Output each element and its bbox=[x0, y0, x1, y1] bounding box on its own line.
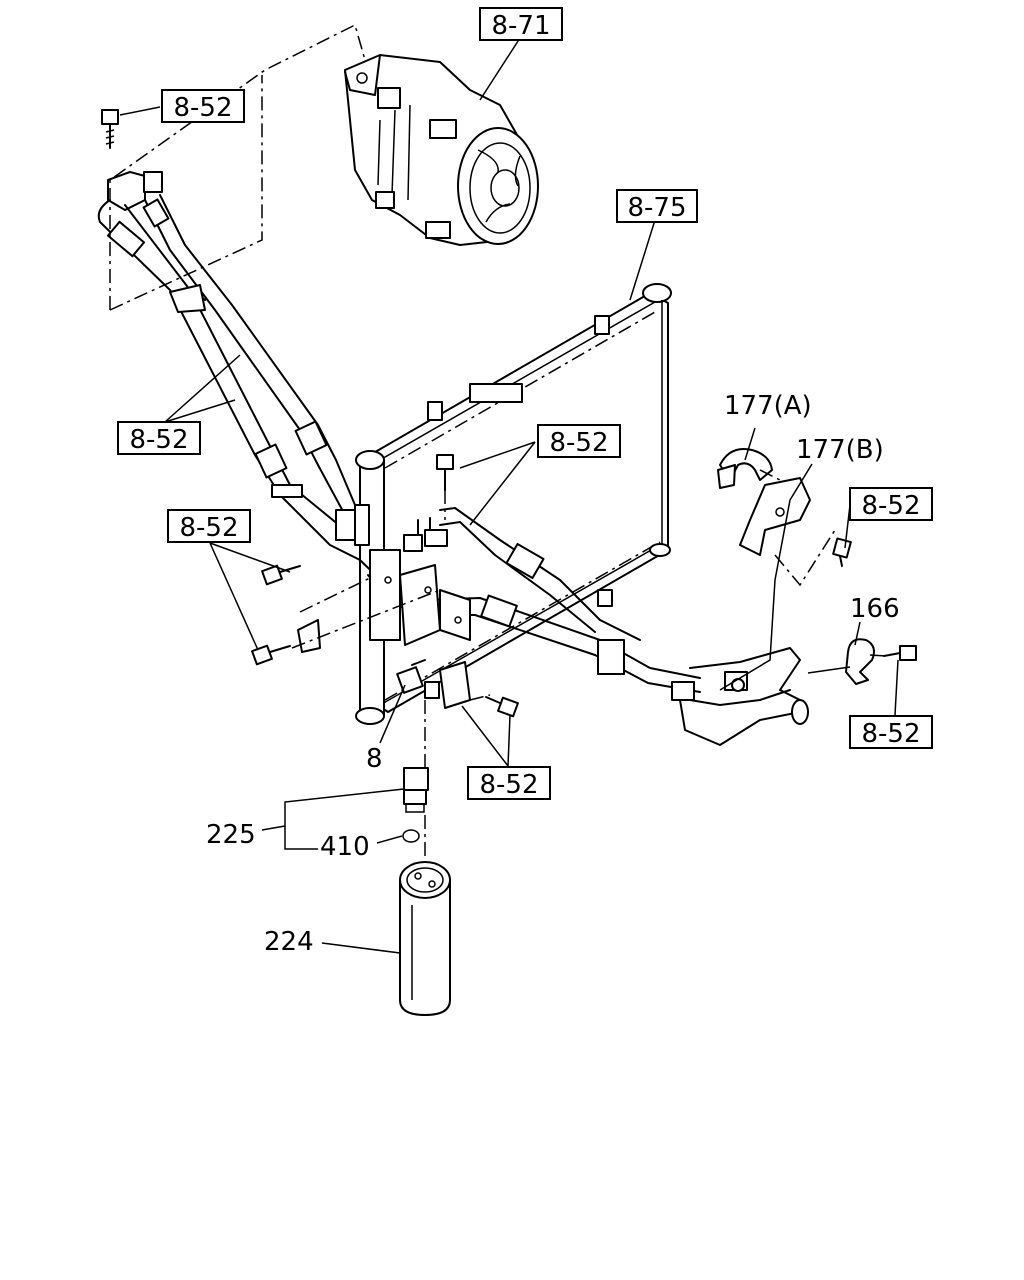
clip-left bbox=[297, 619, 321, 653]
label-166: 166 bbox=[850, 594, 900, 624]
callout-right-bolt: 8-52 bbox=[849, 487, 933, 521]
clamp-166 bbox=[845, 638, 875, 685]
svg-text:8-75: 8-75 bbox=[627, 193, 686, 223]
callout-hoses-left: 8-52 bbox=[117, 421, 201, 455]
bolt-top-left bbox=[101, 109, 119, 149]
pressure-switch-225 bbox=[403, 767, 429, 813]
hose-assembly-left bbox=[97, 171, 370, 561]
callout-upper-center: 8-52 bbox=[537, 424, 621, 458]
bracket-177a bbox=[717, 448, 773, 489]
svg-text:8-71: 8-71 bbox=[491, 11, 550, 41]
condenser bbox=[355, 283, 672, 725]
callout-lower-center: 8-52 bbox=[467, 766, 551, 800]
bracket-177b bbox=[739, 477, 811, 556]
reference-lines bbox=[109, 23, 887, 860]
label-225: 225 bbox=[206, 820, 256, 850]
callout-right-lower: 8-52 bbox=[849, 715, 933, 749]
bolt-right-lower bbox=[883, 645, 917, 661]
bolt-lower-center bbox=[485, 696, 519, 718]
receiver-drier-224 bbox=[399, 861, 451, 1016]
pipe-assembly-right bbox=[671, 647, 809, 746]
svg-text:8-52: 8-52 bbox=[549, 428, 608, 458]
callout-bolts-left: 8-52 bbox=[167, 509, 251, 543]
label-177a: 177(A) bbox=[724, 391, 812, 421]
compressor bbox=[344, 54, 539, 246]
svg-text:8-52: 8-52 bbox=[479, 770, 538, 800]
leader-lines bbox=[119, 37, 899, 954]
label-410: 410 bbox=[320, 832, 370, 862]
drier-bracket bbox=[369, 549, 471, 646]
svg-text:8-52: 8-52 bbox=[861, 491, 920, 521]
label-8: 8 bbox=[366, 744, 383, 774]
callout-compressor: 8-71 bbox=[479, 7, 563, 41]
bracket-lower-center bbox=[439, 661, 471, 709]
bolt-upper-center bbox=[436, 454, 454, 491]
svg-text:8-52: 8-52 bbox=[129, 425, 188, 455]
callout-top-left: 8-52 bbox=[161, 89, 245, 123]
label-224: 224 bbox=[264, 927, 314, 957]
bolt-right bbox=[832, 537, 852, 567]
hose-assembly-center bbox=[359, 507, 701, 693]
svg-text:8-52: 8-52 bbox=[179, 513, 238, 543]
svg-text:8-52: 8-52 bbox=[173, 93, 232, 123]
fitting-8 bbox=[396, 659, 426, 694]
bolt-left-upper bbox=[261, 564, 301, 586]
callout-condenser: 8-75 bbox=[616, 189, 698, 223]
o-ring-410 bbox=[402, 829, 420, 843]
bolt-left-lower bbox=[251, 644, 291, 666]
svg-text:8-52: 8-52 bbox=[861, 719, 920, 749]
label-177b: 177(B) bbox=[796, 435, 884, 465]
